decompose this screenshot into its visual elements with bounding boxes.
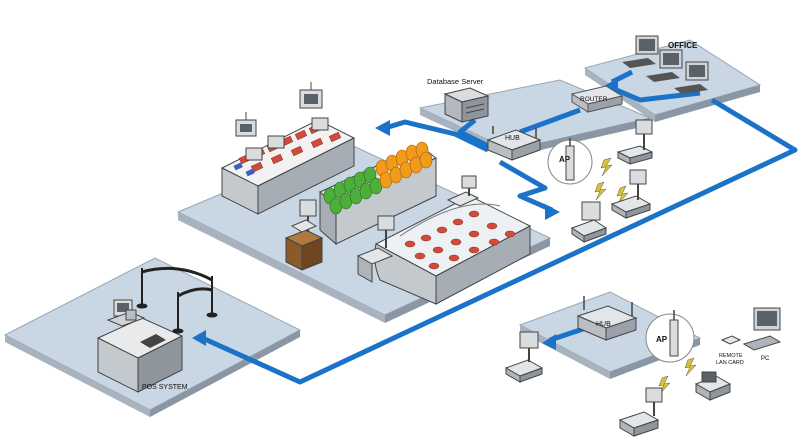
router-hub-line: [519, 107, 581, 135]
arrow-router: [604, 78, 618, 94]
pos-terminal: [106, 299, 146, 327]
network-lines: [196, 69, 798, 385]
remote-lan-card-label-2: LAN CARD: [716, 360, 744, 366]
remote-lan-card-label-1: REMOTE: [719, 353, 743, 359]
remote-lan-card-icon: [720, 335, 742, 345]
office-pc-3: [674, 61, 709, 94]
pc-label: PC: [761, 356, 770, 362]
office-router-line: [611, 85, 701, 103]
produce-orange: [375, 141, 433, 189]
scale-office-3: [570, 201, 608, 243]
office-pc-1: [622, 35, 659, 68]
hub-main-label: HUB: [505, 135, 520, 142]
hanging-scale-2: [299, 82, 323, 109]
display-scale-2: [446, 175, 480, 207]
trunk-line: [196, 97, 798, 385]
ap-remote-icon: [645, 310, 695, 363]
remote-scale-3: [694, 371, 732, 401]
remote-pc: [742, 307, 782, 351]
arrow-remote: [542, 334, 556, 350]
produce-scale-stand: [284, 199, 324, 271]
arrow-deli: [375, 120, 390, 136]
database-server-icon: [443, 87, 490, 123]
remote-scale-1: [504, 331, 544, 383]
database-server-label: Database Server: [427, 77, 484, 86]
display-case: [374, 195, 532, 305]
hub-deli-line: [384, 119, 490, 153]
ap-main-label: AP: [559, 155, 571, 164]
arrow-pos: [192, 330, 206, 346]
hub-store-line: [498, 159, 554, 213]
pos-counter: [96, 317, 184, 393]
hub-remote-label: HUB: [596, 321, 611, 328]
produce-green: [323, 166, 383, 215]
pos-system-label: POS SYSTEM: [142, 384, 188, 391]
arrow-store: [545, 204, 560, 220]
office-pc-2: [646, 49, 683, 82]
hub-main-device: [486, 126, 542, 161]
ap-remote-label: AP: [656, 335, 668, 344]
scale-office-1: [616, 119, 654, 165]
remote-scale-2: [618, 387, 663, 437]
deli-scale-1: [245, 117, 329, 161]
router-device: [570, 85, 624, 113]
hanging-scale-1: [235, 112, 257, 137]
arrow-heads: [192, 78, 618, 350]
office-label: OFFICE: [668, 41, 698, 50]
router-label: ROUTER: [580, 96, 608, 103]
hub-remote-device: [576, 296, 638, 341]
display-scale-1: [356, 215, 395, 283]
wireless-signal-icons: [594, 157, 697, 395]
scale-office-2: [610, 169, 652, 219]
ap-main-icon: [547, 138, 593, 185]
db-hub-line: [457, 118, 494, 151]
queue-barriers: [136, 266, 218, 334]
